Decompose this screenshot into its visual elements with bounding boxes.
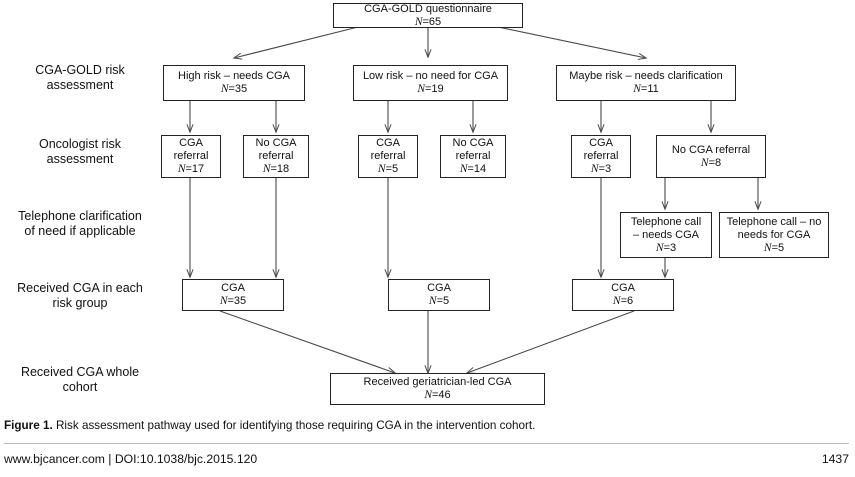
node-title: CGA referral xyxy=(583,137,619,162)
node-count: N=35 xyxy=(219,295,247,307)
node-maybe-cga-referral[interactable]: CGA referral N=3 xyxy=(571,135,631,178)
node-telephone-call-no-needs-cga[interactable]: Telephone call – no needs for CGA N=5 xyxy=(719,212,829,258)
node-high-no-cga-referral[interactable]: No CGA referral N=18 xyxy=(243,135,309,178)
node-count: N=5 xyxy=(763,241,785,254)
node-received-geriatrician-led-cga[interactable]: Received geriatrician-led CGA N=46 xyxy=(330,373,545,405)
node-title: CGA referral xyxy=(173,137,209,162)
row-label-received-cga-each-risk-group: Received CGA in each risk group xyxy=(17,281,143,310)
node-maybe-risk[interactable]: Maybe risk – needs clarification N=11 xyxy=(556,65,736,101)
node-title: No CGA referral xyxy=(452,137,494,162)
row-label-telephone-clarification: Telephone clarification of need if appli… xyxy=(18,209,142,238)
node-count: N=14 xyxy=(459,163,487,175)
node-count: N=5 xyxy=(377,163,399,175)
node-count: N=65 xyxy=(414,15,442,28)
figure-caption: Figure 1. Risk assessment pathway used f… xyxy=(4,418,834,433)
node-cga-high-risk-group[interactable]: CGA N=35 xyxy=(182,279,284,311)
node-count: N=19 xyxy=(417,83,444,95)
figure-caption-text: Risk assessment pathway used for identif… xyxy=(52,419,536,432)
node-count: N=3 xyxy=(590,163,612,175)
footer-doi: www.bjcancer.com | DOI:10.1038/bjc.2015.… xyxy=(4,452,258,466)
row-label-cga-gold-risk-assessment: CGA-GOLD risk assessment xyxy=(35,63,125,92)
row-label-received-cga-whole-cohort: Received CGA whole cohort xyxy=(20,365,140,394)
node-count: N=11 xyxy=(633,83,659,95)
node-count: N=35 xyxy=(220,83,248,95)
node-title: CGA xyxy=(427,282,451,294)
node-title: CGA xyxy=(611,282,635,294)
node-high-cga-referral[interactable]: CGA referral N=17 xyxy=(161,135,221,178)
node-high-risk[interactable]: High risk – needs CGA N=35 xyxy=(163,65,305,101)
node-title: Received geriatrician-led CGA xyxy=(363,376,512,388)
node-count: N=5 xyxy=(428,295,450,307)
node-telephone-call-needs-cga[interactable]: Telephone call – needs CGA N=3 xyxy=(620,212,712,258)
node-cga-gold-questionnaire[interactable]: CGA-GOLD questionnaire N=65 xyxy=(333,3,523,28)
node-title: CGA-GOLD questionnaire xyxy=(364,2,492,15)
node-count: N=8 xyxy=(700,156,722,169)
footer-divider xyxy=(4,443,849,444)
node-count: N=46 xyxy=(424,389,451,401)
node-cga-low-risk-group[interactable]: CGA N=5 xyxy=(388,279,490,311)
figure-caption-label: Figure 1. xyxy=(4,419,53,432)
node-low-risk[interactable]: Low risk – no need for CGA N=19 xyxy=(353,65,508,101)
node-count: N=6 xyxy=(612,295,634,307)
node-title: Telephone call – no needs for CGA xyxy=(726,215,822,241)
node-title: No CGA referral xyxy=(255,137,297,162)
node-title: Low risk – no need for CGA xyxy=(362,70,499,82)
node-title: No CGA referral xyxy=(671,143,751,156)
node-count: N=18 xyxy=(262,163,290,175)
node-low-cga-referral[interactable]: CGA referral N=5 xyxy=(358,135,418,178)
node-cga-maybe-risk-group[interactable]: CGA N=6 xyxy=(572,279,674,311)
node-maybe-no-cga-referral[interactable]: No CGA referral N=8 xyxy=(656,135,766,178)
node-low-no-cga-referral[interactable]: No CGA referral N=14 xyxy=(440,135,506,178)
node-title: Maybe risk – needs clarification xyxy=(569,70,723,82)
row-label-oncologist-risk-assessment: Oncologist risk assessment xyxy=(39,137,121,166)
node-title: CGA referral xyxy=(370,137,406,162)
node-count: N=3 xyxy=(655,241,677,254)
node-count: N=17 xyxy=(177,163,205,175)
footer-page-number: 1437 xyxy=(821,452,849,466)
node-title: High risk – needs CGA xyxy=(178,70,290,82)
node-title: CGA xyxy=(221,282,245,294)
node-title: Telephone call – needs CGA xyxy=(630,215,702,241)
